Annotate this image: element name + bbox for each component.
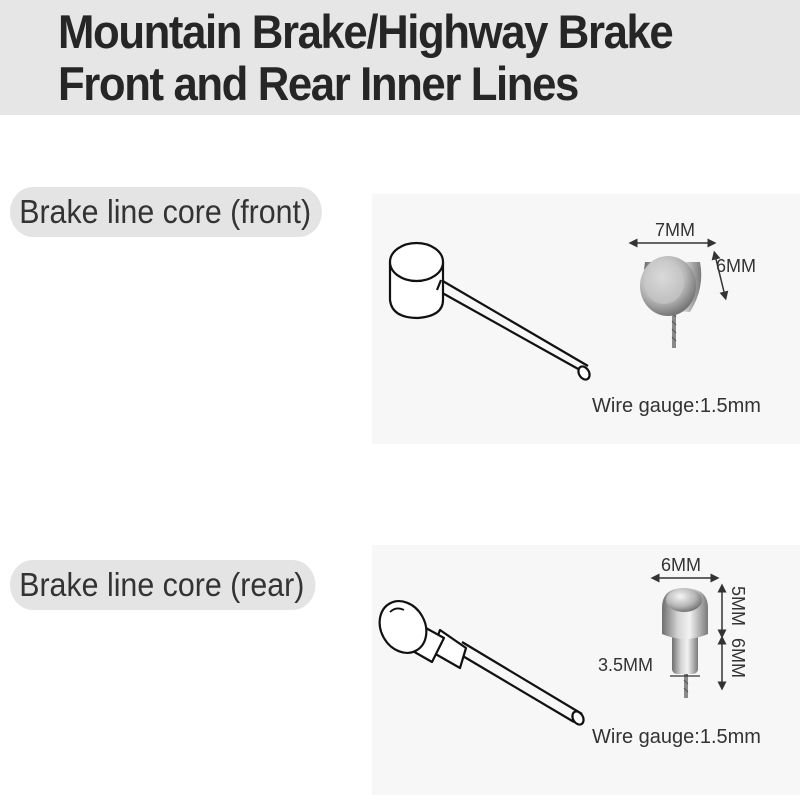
rear-section-label: Brake line core (rear) bbox=[10, 560, 316, 610]
title-banner: Mountain Brake/Highway Brake Front and R… bbox=[0, 0, 800, 115]
front-depth-label: 6MM bbox=[716, 256, 756, 276]
rear-height-label-1: 5MM bbox=[728, 586, 748, 626]
rear-photo-panel bbox=[372, 545, 800, 795]
front-depth-arrow bbox=[711, 250, 729, 301]
rear-nipple-drawing bbox=[378, 600, 585, 726]
rear-nipple-photo bbox=[662, 588, 708, 698]
front-width-label: 7MM bbox=[655, 220, 695, 240]
rear-head-label: 6MM bbox=[661, 555, 701, 575]
page-title-line-2: Front and Rear Inner Lines bbox=[58, 57, 579, 110]
front-barrel-photo bbox=[640, 256, 702, 348]
rear-wire-gauge: Wire gauge:1.5mm bbox=[592, 726, 761, 748]
front-wire-gauge: Wire gauge:1.5mm bbox=[592, 395, 761, 417]
page-title-line-1: Mountain Brake/Highway Brake bbox=[58, 5, 674, 58]
rear-neck-label: 3.5MM bbox=[598, 655, 654, 675]
front-photo-panel bbox=[372, 194, 800, 444]
rear-height-label-2: 6MM bbox=[728, 638, 748, 678]
front-barrel-drawing bbox=[388, 241, 591, 381]
front-section-label: Brake line core (front) bbox=[10, 187, 323, 237]
